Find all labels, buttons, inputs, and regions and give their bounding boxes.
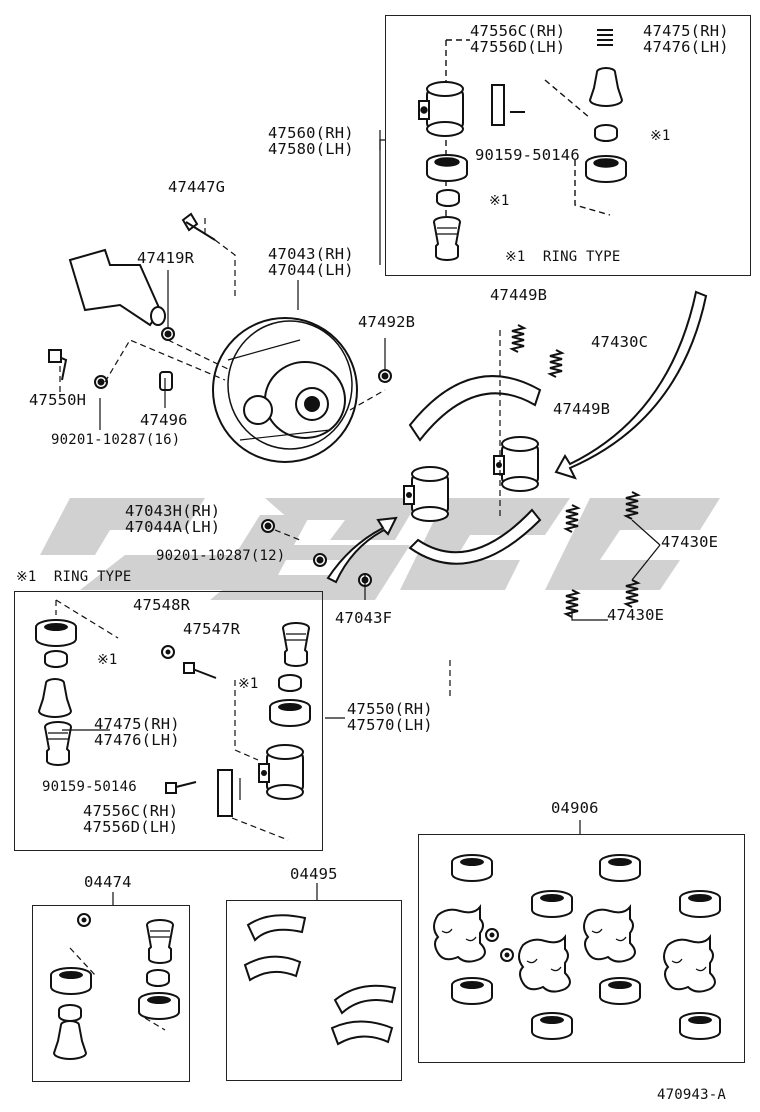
bottom-cylinder-box <box>14 591 323 851</box>
label-47044a: 47044A(LH) <box>125 518 221 536</box>
label-90159-bottom: 90159-50146 <box>42 779 137 795</box>
label-47556c-bottom: 47556C(RH) <box>83 802 179 820</box>
kit-04474-icons <box>50 913 180 1060</box>
label-47560: 47560(RH) <box>268 124 354 142</box>
label-47475-top: 47475(RH) <box>643 22 729 40</box>
ring-mark-1a: ※1 <box>650 128 671 144</box>
label-47430c: 47430C <box>591 333 649 351</box>
kit-04474-box <box>32 905 190 1082</box>
ring-mark-1d: ※1 <box>238 676 259 692</box>
label-47476-bottom: 47476(LH) <box>94 731 180 749</box>
label-47556d-bottom: 47556D(LH) <box>83 818 179 836</box>
backing-plate-icon <box>212 317 358 463</box>
fastener-icons <box>48 212 392 587</box>
label-47550: 47550(RH) <box>347 700 433 718</box>
kit-04495-icons <box>243 914 397 1046</box>
leader-lines <box>59 218 386 600</box>
label-90201-12: 90201-10287(12) <box>156 548 286 564</box>
axle-flange-icon <box>68 248 166 327</box>
bottom-wheel-cylinder-group <box>35 599 345 841</box>
label-47570: 47570(LH) <box>347 716 433 734</box>
kit-04495-box <box>226 900 402 1081</box>
label-47548r: 47548R <box>133 596 191 614</box>
label-47556c: 47556C(RH) <box>470 22 566 40</box>
label-47580: 47580(LH) <box>268 140 354 158</box>
label-47550h: 47550H <box>29 391 87 409</box>
brake-shoe-icon <box>408 375 542 565</box>
label-47430e-2: 47430E <box>607 606 665 624</box>
ring-mark-1c: ※1 <box>97 652 118 668</box>
kit-04906-box <box>418 834 745 1063</box>
assembly-arrows <box>326 290 708 700</box>
label-47043f: 47043F <box>335 609 393 627</box>
top-cylinder-box <box>385 15 751 276</box>
label-47043: 47043(RH) <box>268 245 354 263</box>
top-wheel-cylinder-group <box>418 29 627 261</box>
label-04474: 04474 <box>84 873 132 891</box>
label-47449b-1: 47449B <box>490 286 548 304</box>
label-47043h: 47043H(RH) <box>125 502 221 520</box>
label-90201-16: 90201-10287(16) <box>51 432 181 448</box>
figure-number: 470943-A <box>657 1087 727 1103</box>
label-47492b: 47492B <box>358 313 416 331</box>
label-04495: 04495 <box>290 865 338 883</box>
kit-leaders <box>112 130 581 905</box>
label-47430e-1: 47430E <box>661 533 719 551</box>
label-47547r: 47547R <box>183 620 241 638</box>
label-47556d: 47556D(LH) <box>470 38 566 56</box>
label-47419r: 47419R <box>137 249 195 267</box>
label-47449b-2: 47449B <box>553 400 611 418</box>
ring-type-note-bottom: ※1 RING TYPE <box>16 569 132 585</box>
label-47496: 47496 <box>140 411 188 429</box>
label-47476-top: 47476(LH) <box>643 38 729 56</box>
ring-mark-1b: ※1 <box>489 193 510 209</box>
label-47044: 47044(LH) <box>268 261 354 279</box>
label-47447g: 47447G <box>168 178 226 196</box>
label-47475-bottom: 47475(RH) <box>94 715 180 733</box>
label-04906: 04906 <box>551 799 599 817</box>
ring-type-note-top: ※1 RING TYPE <box>505 249 621 265</box>
label-90159-top: 90159-50146 <box>475 146 580 164</box>
